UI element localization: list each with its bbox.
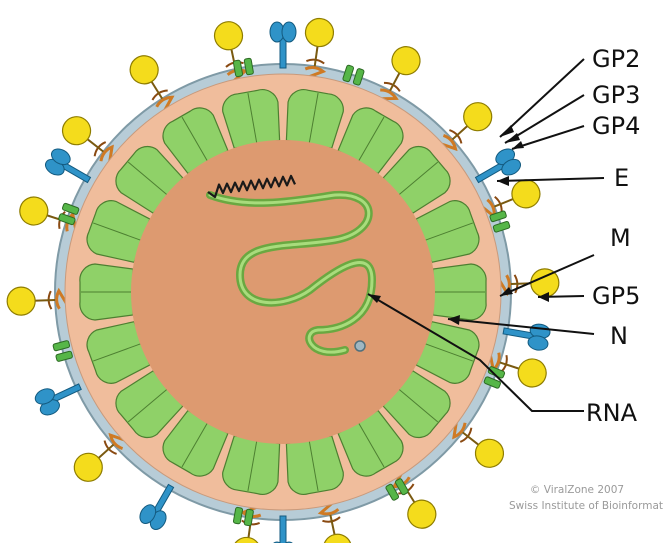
credit-line-1: © ViralZone 2007 [530, 484, 624, 496]
leader-gp2 [500, 59, 584, 137]
label-rna: RNA [586, 399, 638, 427]
label-n: N [610, 322, 628, 350]
arrowhead-gp4 [512, 141, 524, 149]
credit-line-2: Swiss Institute of Bioinformat [509, 500, 663, 512]
nucleocapsid-segment [433, 264, 486, 320]
label-e: E [614, 164, 629, 192]
label-gp3: GP3 [592, 81, 640, 109]
label-gp4: GP4 [592, 112, 640, 140]
label-gp5: GP5 [592, 282, 640, 310]
arrowhead-e [497, 176, 509, 186]
leader-e [497, 178, 604, 181]
virion-core [131, 140, 435, 444]
label-m: M [610, 224, 631, 252]
label-gp2: GP2 [592, 45, 640, 73]
gp2-gp3-gp4-complex [270, 22, 296, 68]
nucleocapsid-segment [80, 264, 133, 320]
rna-cap [355, 341, 365, 351]
